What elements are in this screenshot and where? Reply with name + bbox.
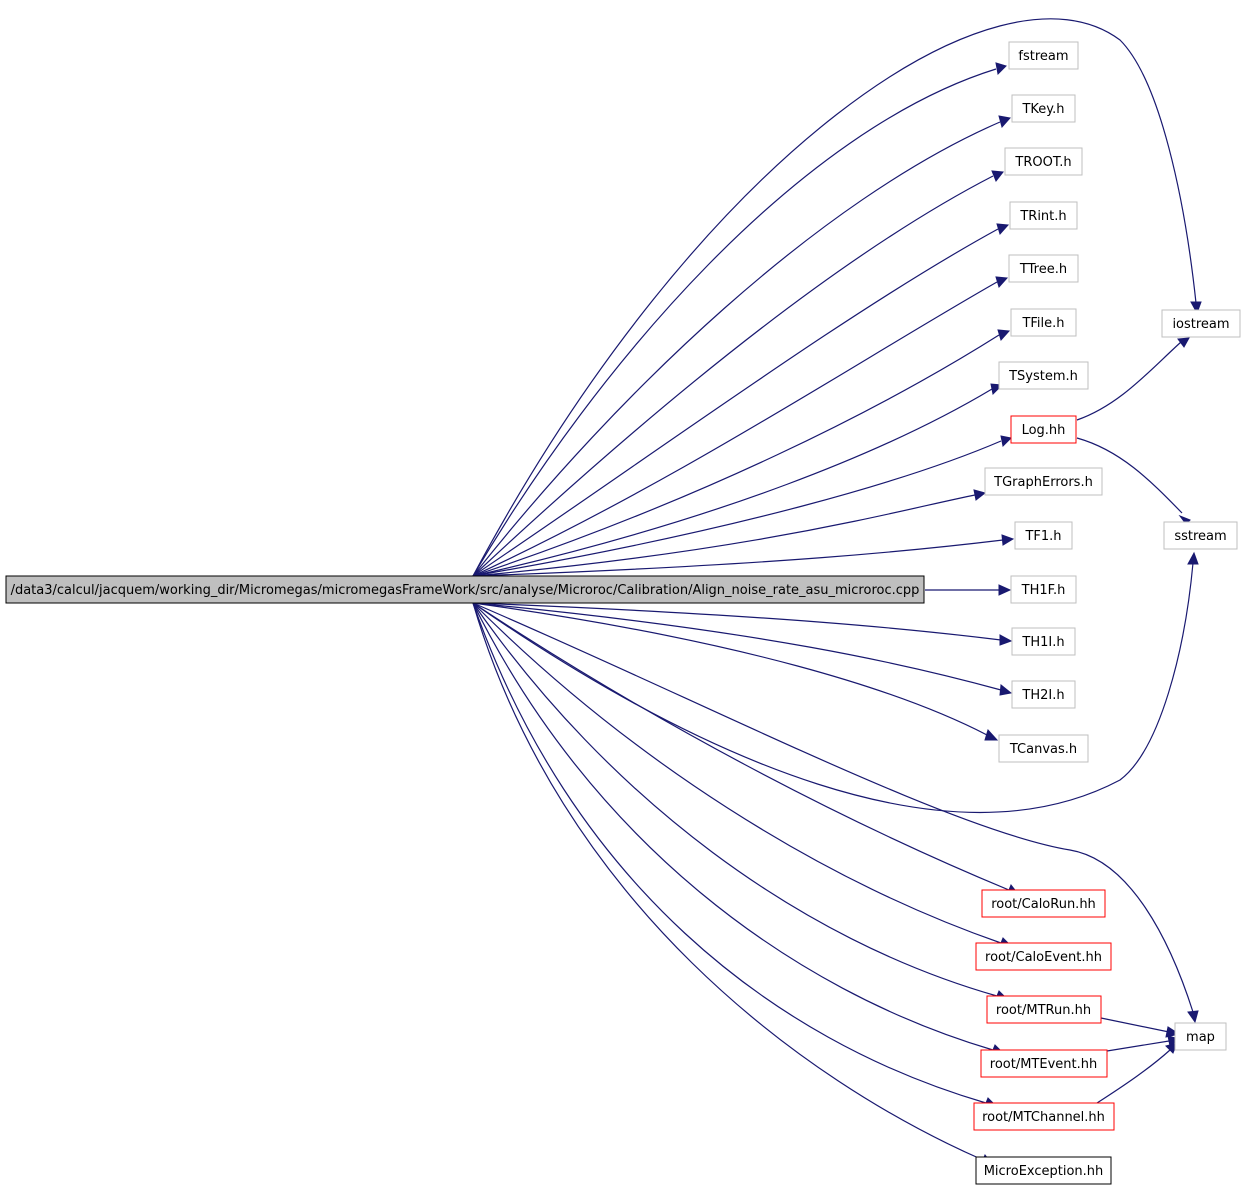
node-microexception[interactable]: MicroException.hh bbox=[975, 1156, 1112, 1185]
edge-mtevent-map bbox=[1106, 1040, 1170, 1052]
node-root-file[interactable]: /data3/calcul/jacquem/working_dir/Microm… bbox=[5, 575, 925, 604]
edge-root-trint bbox=[472, 228, 999, 577]
node-fstream[interactable]: fstream bbox=[1008, 41, 1079, 70]
node-tfile-label: TFile.h bbox=[1021, 316, 1064, 331]
graph-nodes: /data3/calcul/jacquem/working_dir/Microm… bbox=[5, 41, 1241, 1185]
arrowhead bbox=[984, 729, 999, 741]
node-caloevent[interactable]: root/CaloEvent.hh bbox=[975, 942, 1112, 971]
node-th2i-label: TH2I.h bbox=[1021, 688, 1064, 703]
node-iostream[interactable]: iostream bbox=[1161, 309, 1241, 338]
node-iostream-label: iostream bbox=[1172, 317, 1229, 332]
node-log[interactable]: Log.hh bbox=[1010, 415, 1077, 444]
node-calorun[interactable]: root/CaloRun.hh bbox=[981, 889, 1106, 918]
edge-root-tsystem bbox=[472, 388, 993, 577]
node-microexception-label: MicroException.hh bbox=[984, 1164, 1104, 1179]
node-tkey-label: TKey.h bbox=[1021, 102, 1064, 117]
arrowhead bbox=[1001, 534, 1015, 546]
node-th2i[interactable]: TH2I.h bbox=[1011, 680, 1076, 709]
edge-root-th2i bbox=[472, 602, 1002, 691]
node-mtchannel[interactable]: root/MTChannel.hh bbox=[973, 1102, 1115, 1131]
graph-edges bbox=[472, 18, 1197, 1161]
node-troot-label: TROOT.h bbox=[1014, 155, 1071, 170]
arrowhead bbox=[995, 276, 1009, 289]
arrowhead bbox=[998, 584, 1012, 596]
edge-root-caloevent bbox=[472, 602, 1002, 944]
edge-root-sstream bbox=[472, 562, 1194, 813]
edge-root-tgrapherrors bbox=[472, 494, 976, 577]
node-sstream[interactable]: sstream bbox=[1163, 521, 1238, 550]
node-tsystem[interactable]: TSystem.h bbox=[998, 361, 1089, 390]
edge-mtrun-map bbox=[1100, 1017, 1170, 1033]
node-tsystem-label: TSystem.h bbox=[1008, 369, 1078, 384]
edge-log-sstream bbox=[1076, 437, 1183, 514]
node-th1i[interactable]: TH1I.h bbox=[1011, 627, 1076, 656]
edge-root-fstream bbox=[472, 68, 997, 577]
arrowhead bbox=[999, 634, 1013, 646]
node-trint[interactable]: TRint.h bbox=[1009, 201, 1078, 230]
node-mtchannel-label: root/MTChannel.hh bbox=[982, 1110, 1105, 1125]
node-ttree-label: TTree.h bbox=[1019, 262, 1067, 277]
edge-root-mtchannel bbox=[472, 602, 987, 1104]
node-th1f-label: TH1F.h bbox=[1021, 583, 1066, 598]
node-troot[interactable]: TROOT.h bbox=[1004, 147, 1083, 176]
edge-root-log bbox=[472, 440, 1002, 577]
arrowhead bbox=[1000, 435, 1013, 448]
node-tgrapherrors-label: TGraphErrors.h bbox=[993, 475, 1093, 490]
node-fstream-label: fstream bbox=[1018, 49, 1068, 64]
edge-root-microexception bbox=[472, 602, 984, 1161]
arrowhead bbox=[996, 223, 1010, 236]
node-tkey[interactable]: TKey.h bbox=[1011, 94, 1076, 123]
arrowhead bbox=[991, 170, 1004, 182]
arrowhead bbox=[1187, 551, 1199, 565]
node-mtevent-label: root/MTEvent.hh bbox=[990, 1057, 1097, 1072]
node-calorun-label: root/CaloRun.hh bbox=[991, 897, 1096, 912]
edge-root-mtevent bbox=[472, 602, 994, 1051]
node-root-file-label: /data3/calcul/jacquem/working_dir/Microm… bbox=[11, 583, 920, 598]
node-tf1[interactable]: TF1.h bbox=[1014, 521, 1073, 550]
edge-root-ttree bbox=[472, 281, 998, 577]
arrowhead bbox=[1177, 337, 1190, 348]
node-log-label: Log.hh bbox=[1022, 423, 1066, 438]
node-tcanvas[interactable]: TCanvas.h bbox=[998, 734, 1089, 763]
arrowhead bbox=[1190, 301, 1202, 315]
node-th1i-label: TH1I.h bbox=[1021, 635, 1064, 650]
edge-root-tfile bbox=[472, 334, 1000, 577]
node-caloevent-label: root/CaloEvent.hh bbox=[985, 950, 1102, 965]
arrowhead bbox=[999, 684, 1013, 696]
node-ttree[interactable]: TTree.h bbox=[1008, 254, 1079, 283]
edge-root-th1i bbox=[472, 602, 1002, 641]
edge-root-tcanvas bbox=[472, 602, 988, 736]
node-mtrun-label: root/MTRun.hh bbox=[996, 1003, 1091, 1018]
node-tgrapherrors[interactable]: TGraphErrors.h bbox=[984, 467, 1103, 496]
arrowhead bbox=[997, 329, 1011, 342]
edge-root-map bbox=[472, 602, 1194, 1013]
edge-root-tkey bbox=[472, 121, 1001, 577]
edge-root-troot bbox=[472, 175, 994, 577]
node-mtrun[interactable]: root/MTRun.hh bbox=[986, 995, 1102, 1024]
node-th1f[interactable]: TH1F.h bbox=[1010, 575, 1077, 604]
node-sstream-label: sstream bbox=[1174, 529, 1226, 544]
arrowhead bbox=[995, 62, 1007, 76]
node-tcanvas-label: TCanvas.h bbox=[1009, 742, 1077, 757]
arrowhead bbox=[998, 115, 1011, 129]
arrowhead bbox=[1187, 1010, 1199, 1024]
arrowhead bbox=[973, 489, 987, 501]
edge-root-iostream bbox=[472, 18, 1197, 577]
edge-root-tf1 bbox=[472, 539, 1004, 577]
edge-mtchannel-map bbox=[1096, 1049, 1171, 1104]
node-tfile[interactable]: TFile.h bbox=[1010, 308, 1077, 337]
node-tf1-label: TF1.h bbox=[1024, 529, 1061, 544]
node-map-label: map bbox=[1186, 1030, 1215, 1045]
node-mtevent[interactable]: root/MTEvent.hh bbox=[980, 1049, 1108, 1078]
node-trint-label: TRint.h bbox=[1019, 209, 1066, 224]
node-map[interactable]: map bbox=[1174, 1022, 1227, 1051]
edge-log-iostream bbox=[1076, 341, 1182, 421]
edge-root-mtrun bbox=[472, 602, 998, 997]
edge-root-calorun bbox=[472, 602, 1010, 891]
